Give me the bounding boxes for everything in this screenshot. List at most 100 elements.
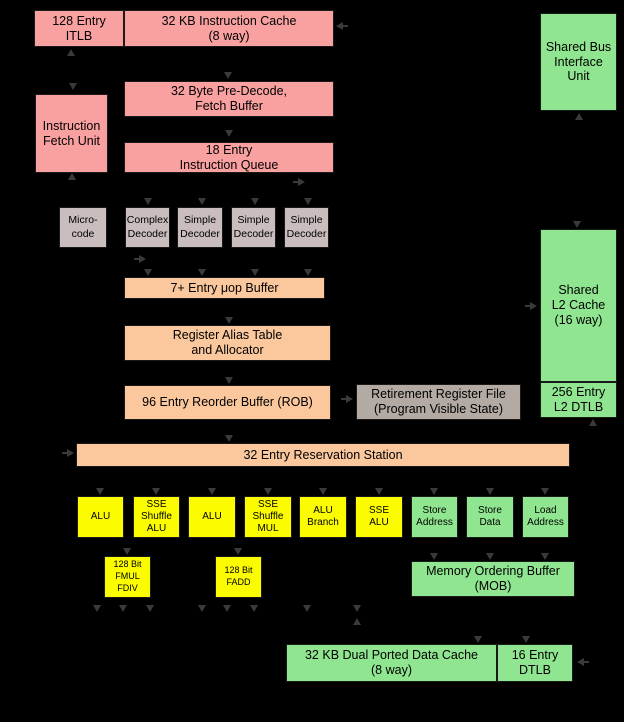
block-fadd-label: FADD [226,577,251,587]
arrowhead-right-icon [298,178,305,186]
arrowhead-down-icon [486,488,494,495]
block-instruction-cache-label: (8 way) [208,28,250,43]
arrowhead-right-icon [346,395,353,403]
block-micro-code-label: Micro- [68,214,98,227]
block-instruction-cache-label: 32 KB Instruction Cache [161,13,297,28]
block-alu-1: ALU [77,496,124,538]
block-store-address-label: Store [422,505,447,516]
arrowhead-down-icon [146,605,154,612]
block-store-data-label: Data [479,517,501,528]
arrow-tail [134,258,139,260]
block-sse-shuffle-alu-label: SSE [146,499,167,510]
block-data-cache-label: (8 way) [371,663,412,677]
arrowhead-down-icon [319,488,327,495]
arrowhead-left-icon [577,658,584,666]
block-alu-1-label: ALU [90,511,111,522]
block-data-cache-label: 32 KB Dual Ported Data Cache [304,648,479,663]
block-shared-l2-cache-label: Shared [558,283,599,298]
block-data-cache: 32 KB Dual Ported Data Cache(8 way) [286,644,497,682]
arrowhead-down-icon [251,269,259,276]
arrowhead-up-icon [575,113,583,120]
arrowhead-down-icon [152,488,160,495]
block-simple-decoder-3-label: Decoder [286,227,327,240]
block-shared-bus-interface-unit-label: Unit [567,69,590,84]
arrowhead-down-icon [375,488,383,495]
block-uop-buffer: 7+ Entry μop Buffer [124,277,325,299]
block-reservation-station: 32 Entry Reservation Station [76,443,570,467]
block-sse-alu-label: ALU [369,517,389,528]
block-instruction-cache: 32 KB Instruction Cache(8 way) [124,10,334,47]
block-sse-shuffle-alu-label: ALU [146,523,167,534]
arrowhead-down-icon [353,605,361,612]
arrowhead-down-icon [223,605,231,612]
arrowhead-down-icon [303,605,311,612]
block-fmul-fdiv-label: 128 Bit [113,559,142,570]
block-fadd-label: 128 Bit [224,565,253,576]
arrowhead-down-icon [573,221,581,228]
block-shared-l2-cache-label: (16 way) [554,312,603,327]
block-instruction-queue-label: Instruction Queue [179,157,279,172]
block-itlb-label: ITLB [65,28,93,43]
arrowhead-left-icon [336,22,343,30]
arrowhead-down-icon [474,636,482,643]
arrow-tail [293,181,298,183]
block-store-address-label: Address [416,517,453,528]
block-reservation-station-label: 32 Entry Reservation Station [243,447,403,462]
block-retirement-register-file-label: (Program Visible State) [374,402,503,416]
block-retirement-register-file: Retirement Register File(Program Visible… [356,384,521,420]
block-dtlb-label: 16 Entry [511,648,559,663]
block-shared-bus-interface-unit-label: Interface [554,54,603,69]
arrowhead-down-icon [304,198,312,205]
arrowhead-down-icon [198,198,206,205]
block-alu-branch-label: ALU [313,505,333,516]
block-load-address-label: Address [527,517,564,528]
arrowhead-right-icon [139,255,146,263]
arrowhead-down-icon [198,269,206,276]
block-sse-shuffle-mul-label: Shuffle [252,511,284,522]
arrowhead-down-icon [119,605,127,612]
arrowhead-down-icon [144,269,152,276]
arrowhead-down-icon [123,548,131,555]
arrowhead-down-icon [225,435,233,442]
arrowhead-down-icon [225,317,233,324]
block-sse-alu-label: SSE [368,505,389,516]
block-alu-2-label: ALU [202,511,222,522]
arrowhead-down-icon [234,548,242,555]
arrowhead-right-icon [530,302,537,310]
arrowhead-down-icon [198,605,206,612]
arrowhead-down-icon [225,377,233,384]
arrow-tail [62,452,67,454]
block-simple-decoder-3-label: Simple [290,214,323,227]
arrowhead-down-icon [224,72,232,79]
block-micro-code-label: code [71,227,95,240]
block-uop-buffer-label: 7+ Entry μop Buffer [170,280,279,295]
block-shared-bus-interface-unit-label: Shared Bus [545,39,612,54]
arrowhead-down-icon [208,488,216,495]
block-pre-decode-fetch-buffer-label: 32 Byte Pre-Decode, [170,84,288,99]
arrow-tail [525,305,530,307]
block-reorder-buffer: 96 Entry Reorder Buffer (ROB) [124,385,331,420]
arrowhead-down-icon [264,488,272,495]
block-fmul-fdiv-label: FDIV [117,582,138,593]
block-itlb-label: 128 Entry [52,13,106,28]
arrowhead-up-icon [589,419,597,426]
arrowhead-right-icon [67,449,74,457]
block-l2-dtlb-label: L2 DTLB [553,400,604,414]
block-l2-dtlb-label: 256 Entry [551,385,606,400]
arrowhead-down-icon [144,198,152,205]
block-load-address-label: Load [534,505,557,516]
arrowhead-down-icon [430,488,438,495]
block-retirement-register-file-label: Retirement Register File [371,387,506,402]
